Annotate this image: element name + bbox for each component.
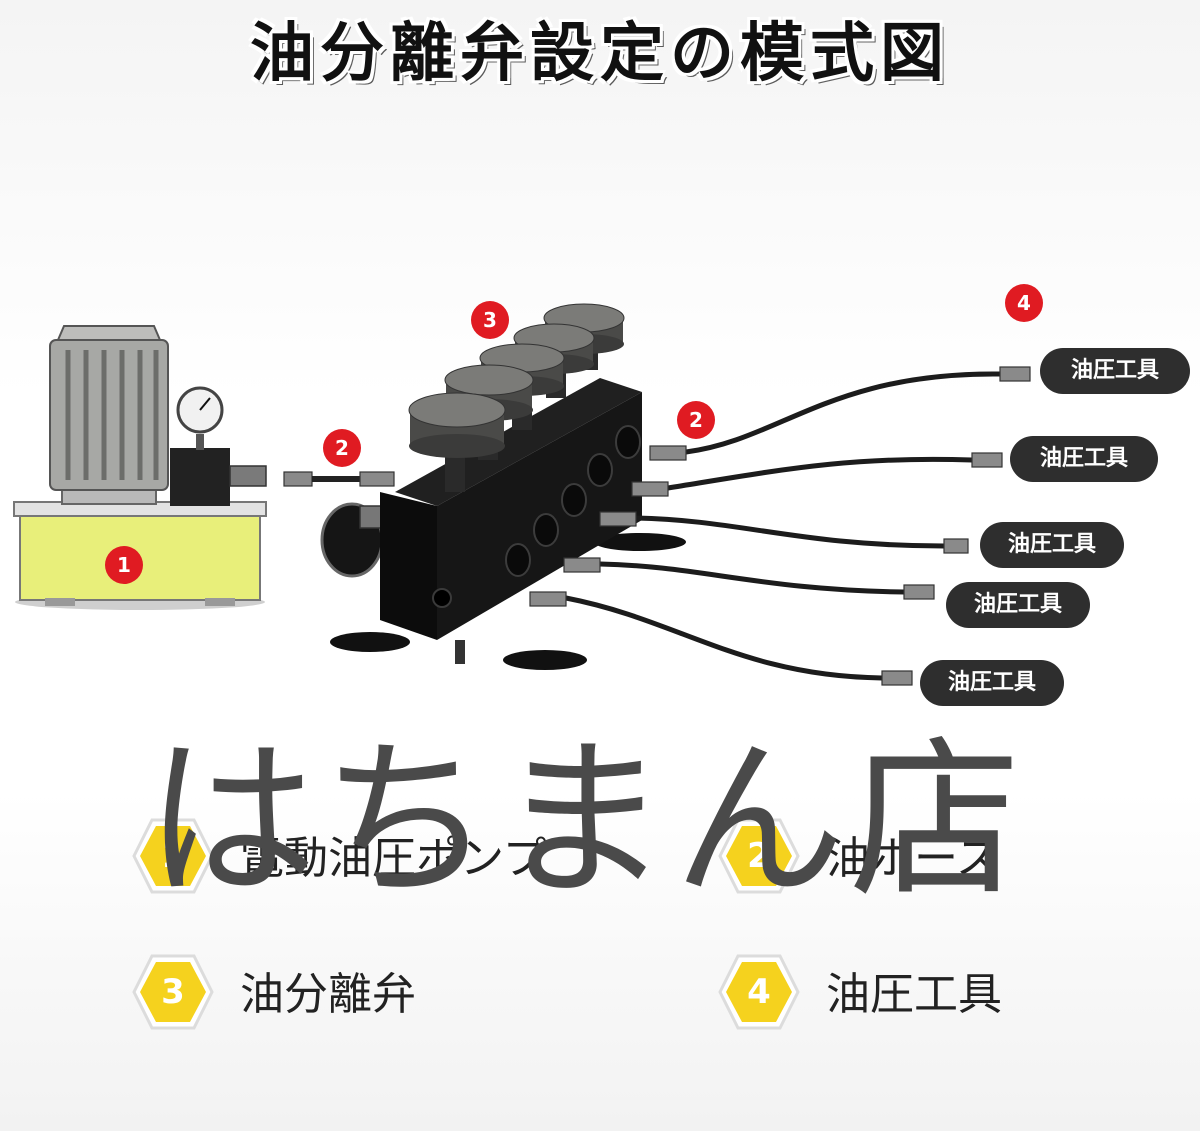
badge-hose-right: 2 (689, 408, 703, 432)
legend-number: 1 (161, 836, 185, 876)
tool-label-2: 油圧工具 (1010, 436, 1158, 482)
badge-tools: 4 (1017, 291, 1031, 315)
electric-pump (13, 325, 267, 610)
badge-hose-left: 2 (335, 436, 349, 460)
badge-hose-left-circle (323, 429, 361, 467)
badge-pump-circle (105, 546, 143, 584)
badge-tools-circle (1005, 284, 1043, 322)
legend-number: 3 (161, 972, 185, 1012)
diagram-title: 油分離弁設定の模式図 (250, 17, 950, 91)
knob (408, 392, 506, 458)
diverter-valve (320, 303, 686, 670)
badge-hose-right-circle (677, 401, 715, 439)
hexagon-icon (718, 954, 800, 1030)
legend-label: 油圧工具 (826, 969, 1002, 1020)
badge-valve: 3 (483, 308, 497, 332)
legend-item-pump: 1 電動油圧ポンプ (132, 816, 652, 896)
legend-item-hose: 2 油ホース (718, 816, 1158, 896)
tool-label-4: 油圧工具 (946, 582, 1090, 628)
badge-pump: 1 (117, 553, 131, 577)
store-watermark: はちまん店 (145, 720, 1025, 921)
legend-number: 2 (747, 836, 771, 876)
legend-item-tools: 4 油圧工具 (718, 952, 1158, 1032)
hexagon-icon (718, 818, 800, 894)
short-hose (283, 471, 395, 487)
legend-label: 電動油圧ポンプ (240, 833, 547, 884)
legend-label: 油分離弁 (240, 969, 416, 1020)
legend-number: 4 (747, 972, 771, 1012)
tool-label-3: 油圧工具 (980, 522, 1124, 568)
legend-label: 油ホース (826, 833, 1000, 884)
hexagon-icon (132, 954, 214, 1030)
legend-item-valve: 3 油分離弁 (132, 952, 652, 1032)
hose-fittings (529, 366, 1031, 686)
badge-valve-circle (471, 301, 509, 339)
tool-label-5: 油圧工具 (920, 660, 1064, 706)
tool-label-1: 油圧工具 (1040, 348, 1190, 394)
tool-hoses (565, 371, 1001, 681)
hexagon-icon (132, 818, 214, 894)
